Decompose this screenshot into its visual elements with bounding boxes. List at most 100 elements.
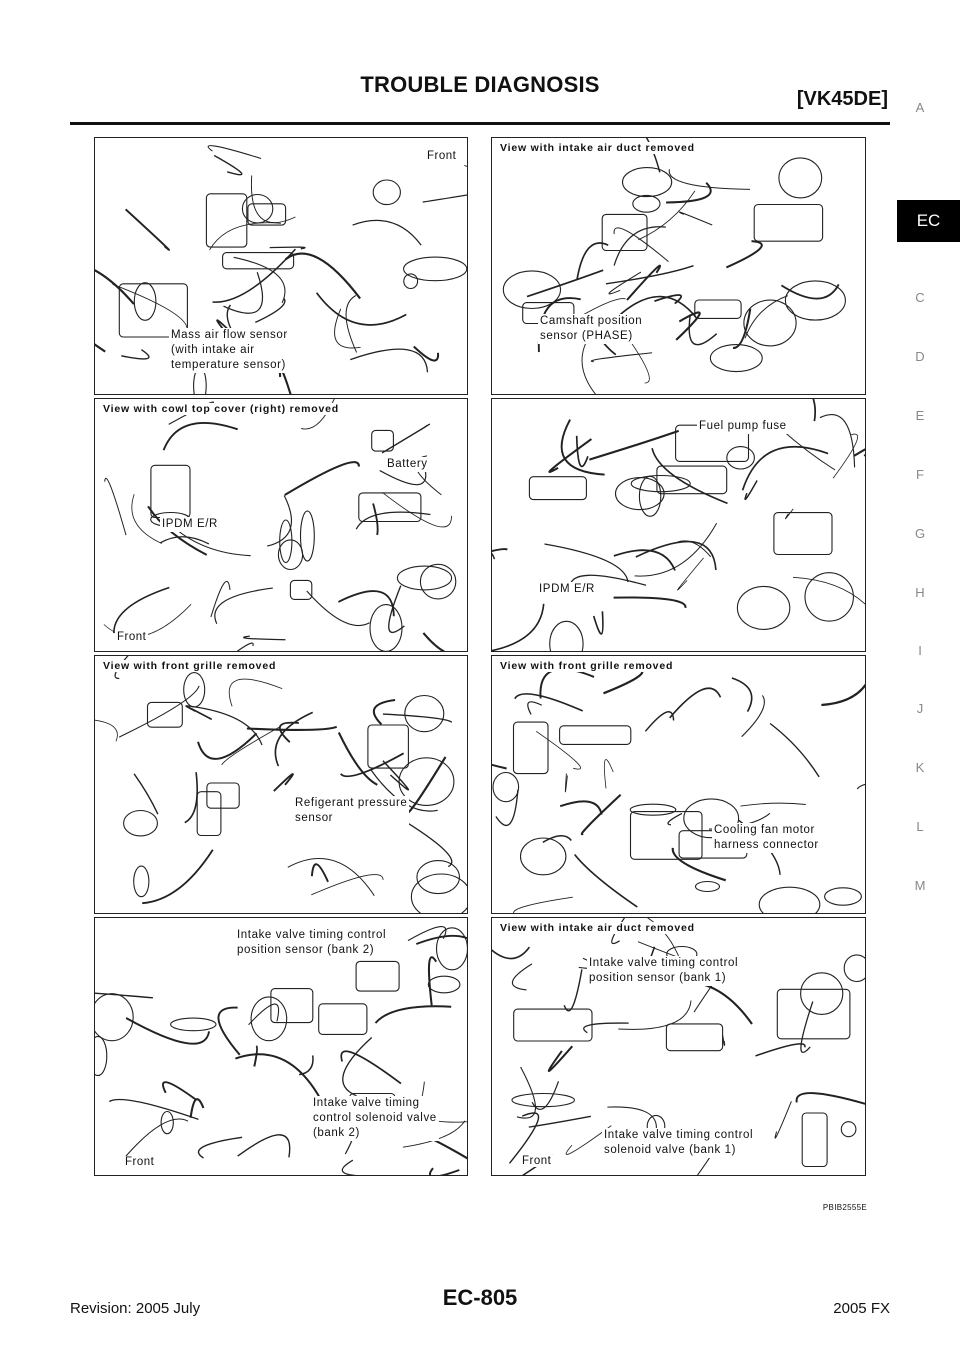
line-art-stroke [678, 211, 713, 226]
side-tab-c[interactable]: C [915, 290, 925, 305]
line-art-stroke [784, 508, 794, 520]
line-art-stroke [526, 269, 604, 298]
line-art-stroke [125, 1017, 211, 1045]
line-art-stroke [576, 242, 609, 280]
line-art-component [601, 213, 648, 252]
line-art-part [800, 972, 844, 1015]
footer-page-number: EC-805 [442, 1285, 518, 1310]
side-tab-g[interactable]: G [914, 526, 926, 541]
side-tab-i[interactable]: I [918, 643, 922, 658]
line-art-stroke [273, 773, 294, 792]
line-art-stroke [382, 713, 453, 723]
side-tab-m[interactable]: M [914, 878, 926, 893]
side-tab-k[interactable]: K [915, 760, 925, 775]
engine-illustration [95, 656, 467, 913]
line-art-part [492, 771, 520, 803]
front-direction-label: Front [115, 631, 149, 643]
line-art-stroke [741, 695, 765, 738]
line-art-part [804, 572, 854, 622]
line-art-stroke [696, 1154, 713, 1175]
line-art-stroke [185, 705, 213, 721]
line-art-stroke [669, 687, 722, 719]
line-art-part [123, 809, 158, 837]
line-art-stroke [677, 557, 704, 591]
line-art-part [416, 860, 461, 895]
line-art-stroke [780, 428, 836, 471]
line-art-stroke [278, 368, 292, 394]
line-art-stroke [755, 1043, 806, 1057]
line-art-part [95, 993, 134, 1042]
line-art-stroke [214, 587, 273, 624]
line-art-stroke [382, 760, 409, 791]
line-art-stroke [221, 726, 281, 766]
line-art-component [694, 299, 742, 319]
line-art-stroke [542, 835, 572, 843]
line-art-part [632, 194, 661, 213]
line-art-stroke [237, 1134, 291, 1158]
line-art-part [778, 157, 823, 199]
line-art-part [241, 193, 274, 224]
side-tab-l[interactable]: L [916, 819, 924, 834]
line-art-component [222, 252, 295, 270]
line-art-component [146, 701, 183, 728]
side-tab-d[interactable]: D [915, 349, 925, 364]
line-art-stroke [666, 182, 712, 204]
line-art-stroke [113, 586, 170, 634]
line-art-stroke [315, 292, 407, 326]
line-art-stroke [686, 981, 753, 1025]
line-art-stroke [422, 194, 467, 203]
line-art-part [299, 510, 315, 562]
side-tab-f[interactable]: F [916, 467, 924, 482]
line-art-component [318, 1003, 368, 1035]
line-art-stroke [528, 1115, 592, 1128]
component-callout: Mass air flow sensor (with intake air te… [169, 328, 290, 373]
line-art-stroke [856, 783, 865, 790]
line-art-stroke [250, 175, 296, 223]
line-art-stroke [732, 308, 752, 349]
line-art-stroke [563, 969, 583, 1012]
line-art-stroke [492, 763, 507, 770]
component-callout: Battery [385, 457, 430, 472]
line-art-part [519, 837, 567, 876]
line-art-part [694, 880, 721, 893]
line-art-stroke [607, 1106, 657, 1130]
line-art-stroke [591, 352, 653, 363]
ipdm-battery-panel: View with cowl top cover (right) removed… [94, 398, 468, 652]
component-callout: Camshaft position sensor (PHASE) [538, 314, 645, 344]
component-callout: Refigerant pressure sensor [293, 796, 410, 826]
line-art-stroke [618, 1000, 692, 1030]
line-art-stroke [95, 343, 106, 353]
line-art-stroke [646, 918, 682, 963]
line-art-component [512, 721, 549, 775]
line-art-part [840, 1121, 857, 1138]
line-art-stroke [675, 311, 701, 341]
engine-illustration [492, 399, 865, 651]
side-tab-active[interactable]: EC [897, 200, 960, 242]
line-art-stroke [795, 1092, 865, 1105]
line-art-stroke [162, 422, 238, 451]
line-art-stroke [310, 863, 329, 883]
line-art-stroke [495, 789, 519, 827]
panel-view-title: View with intake air duct removed [498, 142, 697, 154]
line-art-part [824, 887, 862, 906]
side-tab-h[interactable]: H [915, 585, 925, 600]
line-art-stroke [780, 283, 840, 300]
panel-view-title: View with intake air duct removed [498, 922, 697, 934]
side-tab-j[interactable]: J [916, 701, 924, 716]
line-art-stroke [611, 918, 626, 945]
line-art-stroke [374, 1005, 452, 1024]
line-art-component [371, 429, 394, 452]
line-art-stroke [112, 283, 188, 331]
line-art-component [270, 988, 314, 1024]
line-art-component [528, 476, 587, 501]
line-art-stroke [334, 308, 361, 349]
line-art-stroke [388, 585, 405, 634]
line-art-component [656, 465, 728, 495]
line-art-stroke [575, 435, 589, 468]
line-art-part [683, 798, 740, 839]
line-art-stroke [345, 295, 358, 353]
side-tab-a[interactable]: A [915, 100, 925, 115]
line-art-stroke [527, 701, 542, 715]
line-art-stroke [644, 711, 675, 732]
side-tab-e[interactable]: E [915, 408, 925, 423]
